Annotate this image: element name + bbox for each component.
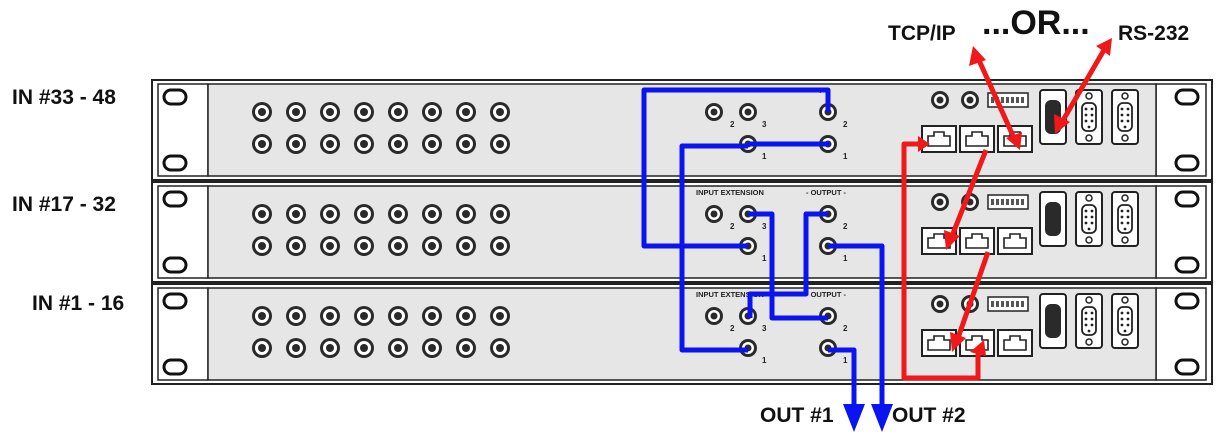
svg-text:2: 2 xyxy=(843,120,848,129)
or-label: ...OR... xyxy=(982,4,1090,42)
svg-text:1: 1 xyxy=(843,356,848,365)
out1-arrow-icon xyxy=(843,404,865,432)
svg-text:1: 1 xyxy=(843,254,848,263)
input-range-label-top: IN #33 - 48 xyxy=(12,86,116,109)
svg-text:1: 1 xyxy=(762,254,767,263)
svg-text:1: 1 xyxy=(762,152,767,161)
svg-text:2: 2 xyxy=(730,120,735,129)
input-range-label-bottom: IN #1 - 16 xyxy=(32,292,125,315)
output-label-bottom: - OUTPUT - xyxy=(806,290,846,299)
tcpip-label: TCP/IP xyxy=(888,22,956,45)
svg-text:3: 3 xyxy=(762,324,767,333)
out1-label: OUT #1 xyxy=(760,404,834,427)
out2-arrow-icon xyxy=(871,404,893,432)
svg-text:2: 2 xyxy=(730,324,735,333)
svg-text:2: 2 xyxy=(730,222,735,231)
svg-text:1: 1 xyxy=(762,356,767,365)
svg-text:1: 1 xyxy=(843,152,848,161)
svg-text:3: 3 xyxy=(762,120,767,129)
input-extension-label-middle: INPUT EXTENSION xyxy=(696,188,764,197)
input-extension-label-bottom: INPUT EXTENSION xyxy=(696,290,764,299)
video-cables xyxy=(641,87,885,412)
svg-text:2: 2 xyxy=(843,222,848,231)
output-label-middle: - OUTPUT - xyxy=(806,188,846,197)
rs232-label: RS-232 xyxy=(1118,22,1190,45)
svg-text:3: 3 xyxy=(762,222,767,231)
out2-label: OUT #2 xyxy=(892,404,966,427)
control-cables xyxy=(901,48,1107,381)
jack-labels: 2 3 2 1 1 2 3 2 1 1 2 3 2 1 1 xyxy=(730,120,848,365)
input-range-label-middle: IN #17 - 32 xyxy=(12,193,116,216)
control-arrow-icons xyxy=(918,38,1112,356)
svg-text:2: 2 xyxy=(843,324,848,333)
